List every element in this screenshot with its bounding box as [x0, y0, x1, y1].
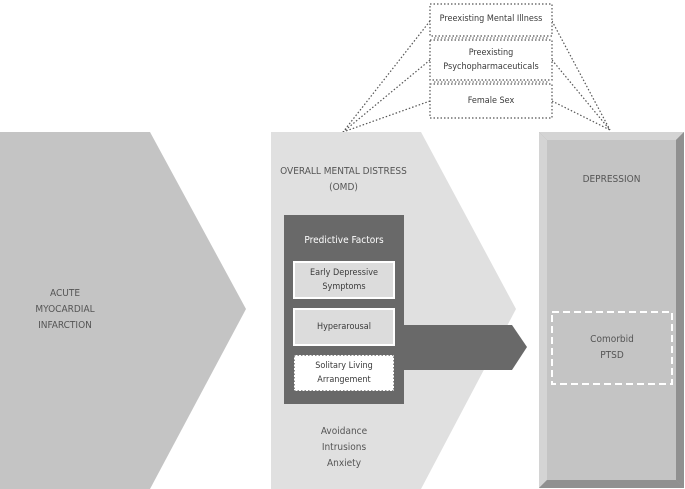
factor-box-solitary-living-border [293, 354, 395, 392]
omd-symptoms: Avoidance Intrusions Anxiety [320, 426, 368, 469]
factor-label-solitary-living: Solitary Living Arrangement [315, 361, 373, 385]
omd-title: OVERALL MENTAL DISTRESS (OMD) [280, 166, 407, 193]
acute-mi-arrow [0, 132, 246, 489]
predictive-to-depression-arrow [404, 325, 527, 370]
preexisting-label-mental-illness: Preexisting Mental Illness [439, 14, 543, 24]
comorbid-ptsd-label: Comorbid PTSD [590, 334, 634, 361]
preexisting-box-psychopharmaceuticals [429, 39, 553, 81]
preexisting-box-mental-illness [429, 3, 553, 37]
preexisting-label-psychopharmaceuticals: Preexisting Psychopharmaceuticals [443, 48, 539, 72]
factor-box-solitary-living [294, 355, 394, 391]
top-connector-lines [342, 20, 611, 133]
factor-box-hyperarousal [293, 308, 395, 346]
preexisting-box-female-sex [429, 83, 553, 119]
factor-label-hyperarousal: Hyperarousal [317, 322, 371, 332]
predictive-factors-title: Predictive Factors [304, 235, 384, 246]
acute-mi-label: ACUTE MYOCARDIAL INFARCTION [35, 288, 95, 331]
comorbid-ptsd-box [551, 311, 673, 385]
factor-box-early-depressive [293, 261, 395, 299]
factor-label-early-depressive: Early Depressive Symptoms [310, 268, 378, 292]
preexisting-label-female-sex: Female Sex [467, 96, 515, 106]
depression-panel [539, 132, 684, 488]
depression-label: DEPRESSION [582, 174, 641, 185]
